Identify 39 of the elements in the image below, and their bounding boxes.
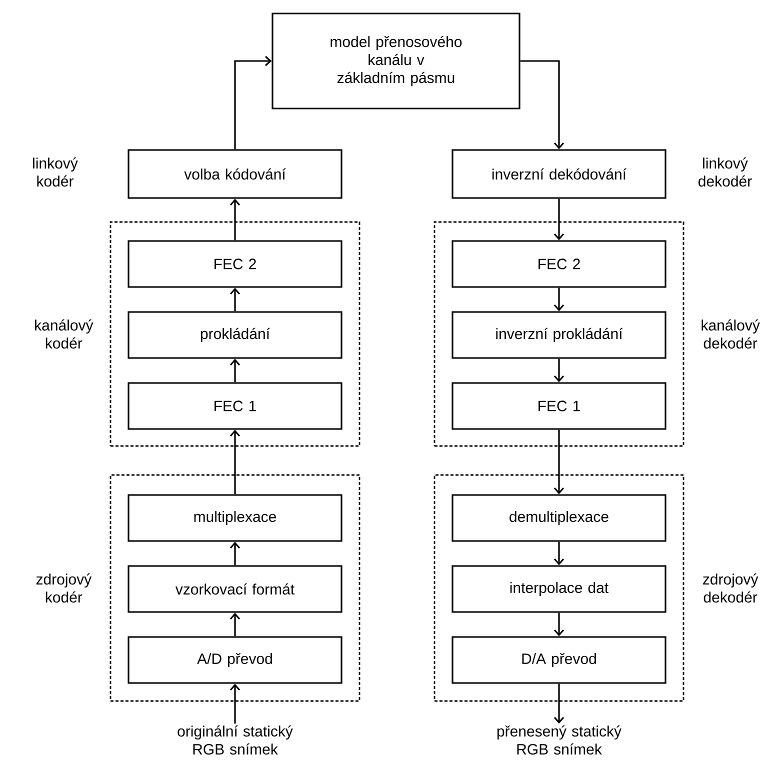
node-label: zdrojový kodér bbox=[36, 573, 92, 603]
process-box: interpolace dat bbox=[452, 565, 666, 613]
arrow bbox=[554, 358, 564, 382]
process-box: FEC 2 bbox=[452, 240, 666, 288]
process-box: A/D převod bbox=[128, 636, 342, 684]
process-box: FEC 2 bbox=[128, 240, 342, 288]
node-label: zdrojový dekodér bbox=[703, 573, 758, 603]
arrow bbox=[230, 430, 240, 494]
arrow bbox=[554, 612, 564, 636]
caption-text: originální statický RGB snímek bbox=[178, 725, 293, 755]
caption-text: přenesený statický RGB snímek bbox=[497, 725, 622, 755]
process-box: FEC 1 bbox=[452, 382, 666, 430]
arrow bbox=[554, 288, 564, 312]
block-label: linkový kodér bbox=[33, 157, 78, 187]
arrow bbox=[230, 358, 240, 382]
node-label: kanálový dekodér bbox=[702, 319, 760, 349]
arrow bbox=[520, 60, 564, 150]
process-box: prokládání bbox=[128, 311, 342, 359]
arrow bbox=[230, 198, 240, 240]
arrow bbox=[234, 56, 272, 150]
arrow bbox=[230, 288, 240, 312]
arrow bbox=[554, 430, 564, 494]
arrow bbox=[554, 198, 564, 240]
process-box: inverzní dekódování bbox=[452, 149, 666, 199]
arrow bbox=[230, 542, 240, 566]
arrow bbox=[554, 684, 564, 724]
process-box: FEC 1 bbox=[128, 382, 342, 430]
process-box: multiplexace bbox=[128, 494, 342, 542]
process-box: inverzní prokládání bbox=[452, 311, 666, 359]
process-box: model přenosového kanálu v základním pásmu bbox=[272, 12, 520, 110]
arrow bbox=[230, 612, 240, 636]
process-box: volba kódování bbox=[128, 149, 342, 199]
arrow bbox=[230, 684, 240, 724]
process-box: D/A převod bbox=[452, 636, 666, 684]
block-label: linkový dekodér bbox=[698, 157, 752, 187]
node-label: kanálový kodér bbox=[35, 319, 94, 349]
arrow bbox=[554, 542, 564, 566]
process-box: vzorkovací formát bbox=[128, 565, 342, 613]
process-box: demultiplexace bbox=[452, 494, 666, 542]
